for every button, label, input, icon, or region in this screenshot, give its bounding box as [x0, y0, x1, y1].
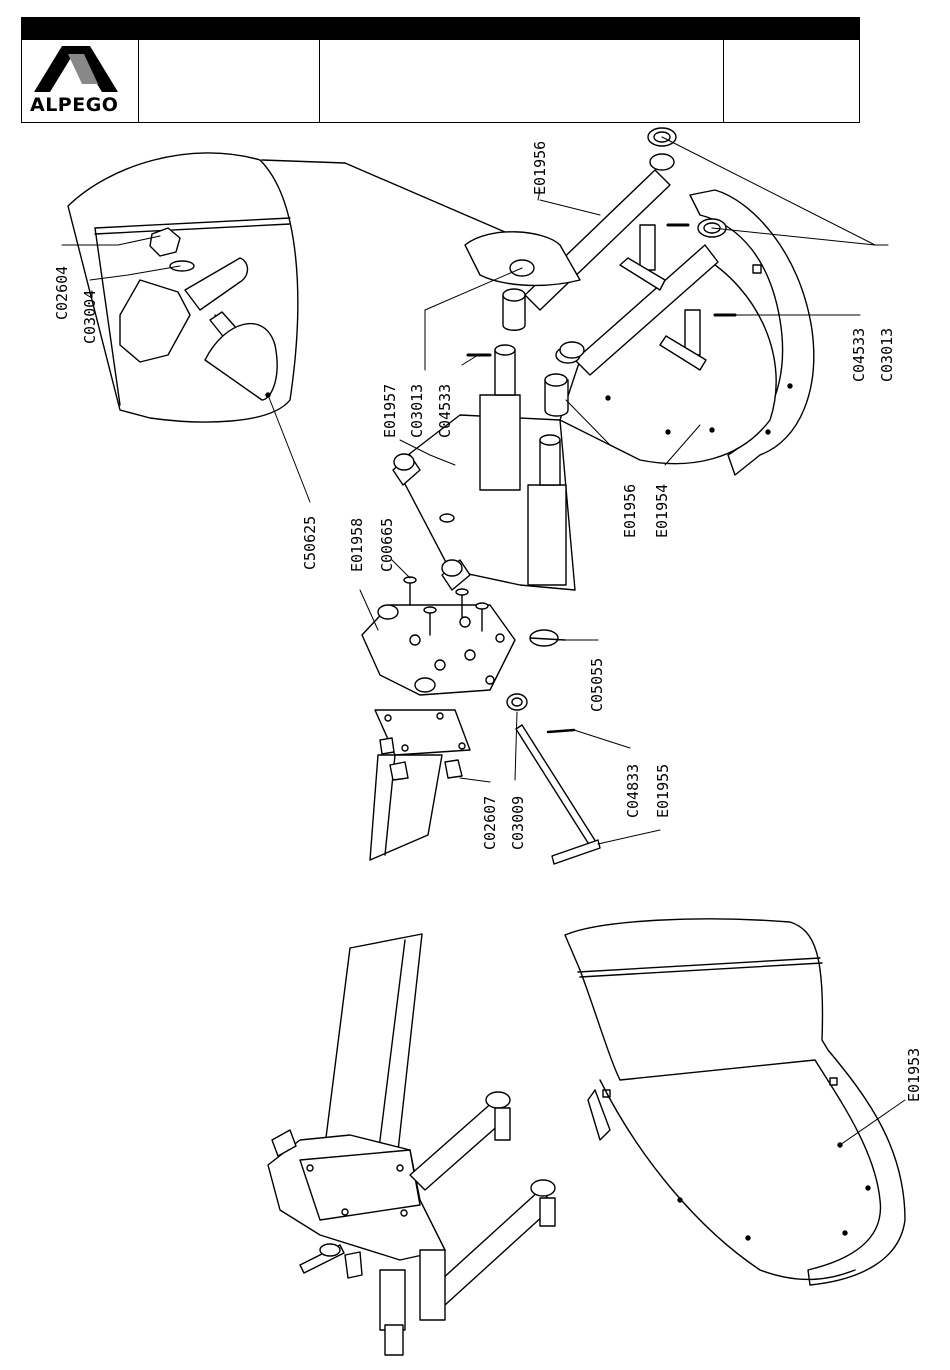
label-E01954: E01954	[653, 484, 671, 538]
label-C02607: C02607	[481, 796, 499, 850]
label-E01957: E01957	[381, 384, 399, 438]
label-C03013-right: C03013	[878, 328, 896, 382]
label-C04833: C04833	[624, 764, 642, 818]
label-C04533-right: C04533	[850, 328, 868, 382]
label-C50625: C50625	[301, 516, 319, 570]
detail-link-line	[262, 160, 345, 163]
label-C04533-mid: C04533	[436, 384, 454, 438]
assembled-view	[268, 919, 905, 1355]
label-C03004: C03004	[81, 290, 99, 344]
detail-view	[68, 153, 298, 422]
mount-plate	[362, 577, 565, 695]
label-C00665: C00665	[378, 518, 396, 572]
label-C03013-mid: C03013	[408, 384, 426, 438]
label-E01958: E01958	[348, 518, 366, 572]
label-E01953: E01953	[905, 1048, 923, 1102]
label-E01955: E01955	[654, 764, 672, 818]
label-C03009: C03009	[509, 796, 527, 850]
label-E01956-mid: E01956	[621, 484, 639, 538]
label-E01956-top: E01956	[531, 141, 549, 195]
label-C02604: C02604	[53, 266, 71, 320]
label-C05055: C05055	[588, 658, 606, 712]
